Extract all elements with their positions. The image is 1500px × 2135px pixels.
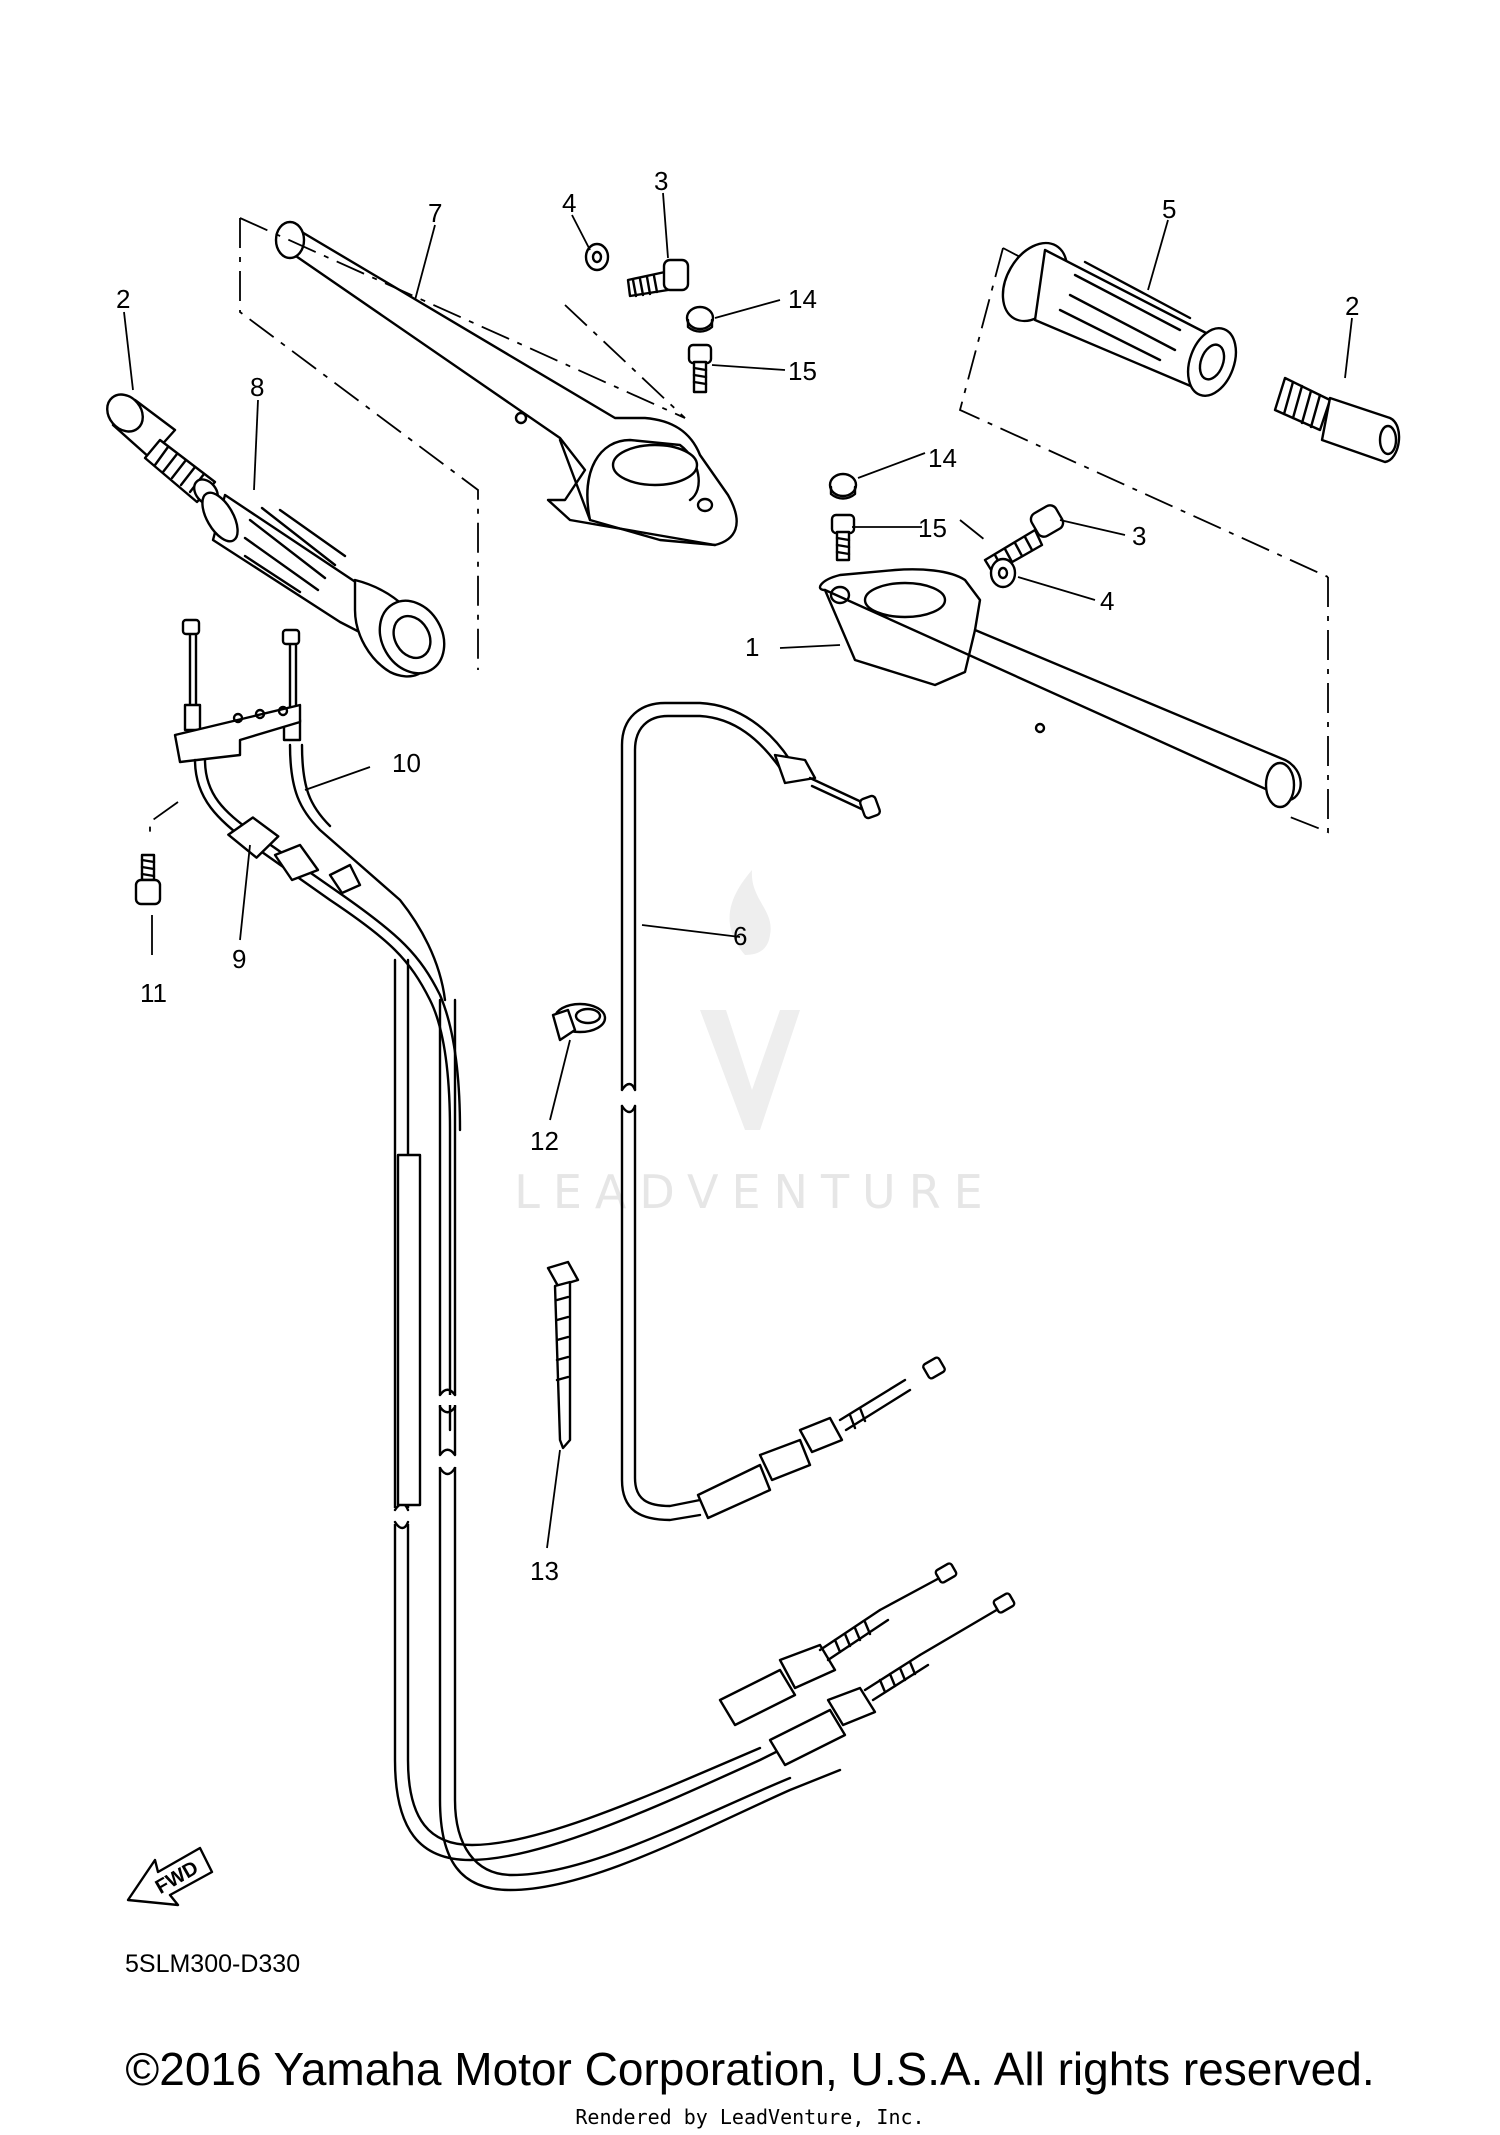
label-13: 13	[530, 1556, 559, 1586]
label-6: 6	[733, 921, 747, 951]
rendered-by-notice: Rendered by LeadVenture, Inc.	[575, 2105, 925, 2129]
watermark-text: LEADVENTURE	[514, 1165, 996, 1219]
grip-part-8	[201, 491, 446, 678]
label-2-right: 2	[1345, 291, 1359, 321]
label-15-right: 15	[918, 513, 947, 543]
bolt-part-11	[134, 801, 179, 906]
label-1: 1	[745, 632, 759, 662]
label-4-right: 4	[1100, 586, 1114, 616]
cable-tie-part-13	[546, 1260, 580, 1450]
left-handlebar-part-7	[274, 220, 738, 547]
bar-end-part-2-right	[1273, 376, 1401, 464]
bolt-part-3-top	[626, 258, 690, 298]
label-8: 8	[250, 372, 264, 402]
bar-end-part-2-left	[106, 393, 220, 506]
cap-part-14-top	[685, 305, 715, 333]
label-14-right: 14	[928, 443, 957, 473]
label-5: 5	[1162, 194, 1176, 224]
label-15-top: 15	[788, 356, 817, 386]
label-14-top: 14	[788, 284, 817, 314]
clamp-part-12	[551, 1002, 607, 1042]
label-12: 12	[530, 1126, 559, 1156]
bolt-part-15-right	[830, 513, 856, 562]
label-4-top: 4	[562, 188, 576, 218]
cap-part-14-right	[828, 472, 858, 500]
reference-code: 5SLM300-D330	[125, 1950, 300, 1978]
grip-part-5	[1001, 241, 1238, 397]
clutch-cable-part-6	[616, 701, 946, 1522]
label-11: 11	[140, 978, 167, 1008]
label-3-top: 3	[654, 166, 668, 196]
copyright-notice: ©2016 Yamaha Motor Corporation, U.S.A. A…	[125, 2043, 1375, 2095]
watermark: LEADVENTURE	[514, 870, 996, 1219]
washer-part-4-top	[584, 242, 610, 272]
right-handlebar-part-1	[818, 568, 1302, 809]
label-9: 9	[232, 944, 246, 974]
bolt-part-15-top	[687, 343, 713, 394]
throttle-cables-part-9-10	[173, 618, 1016, 1892]
label-7: 7	[428, 198, 442, 228]
fwd-arrow-icon: FWD	[126, 1846, 214, 1907]
label-3-right: 3	[1132, 521, 1146, 551]
label-2-left: 2	[116, 284, 130, 314]
leader-lines	[123, 192, 1353, 1549]
washer-part-4-right	[989, 557, 1017, 589]
label-10: 10	[392, 748, 421, 778]
